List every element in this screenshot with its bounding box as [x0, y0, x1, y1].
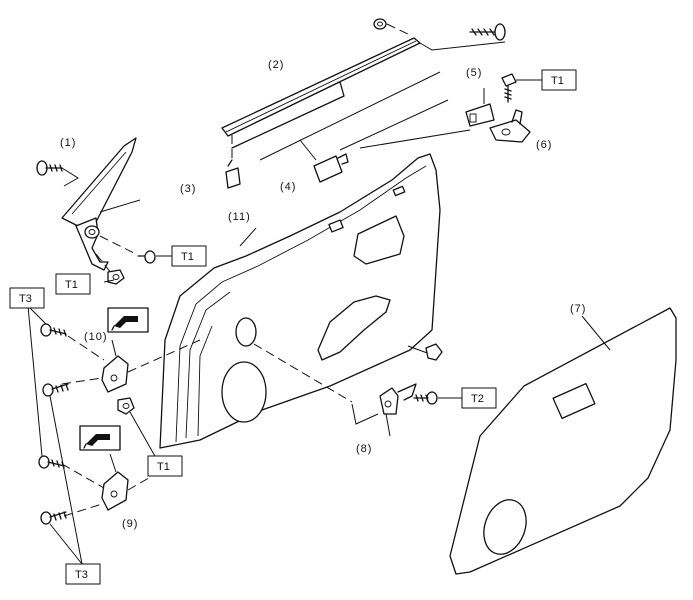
screw-t2-icon — [413, 391, 462, 405]
torque-t3-top-text: T3 — [19, 293, 32, 305]
part-2-weatherstrip — [221, 37, 506, 149]
torque-label-t3-bottom: T3 — [65, 563, 101, 585]
guide-line-1 — [259, 71, 441, 161]
torque-label-t3-top: T3 — [9, 287, 45, 309]
callout-5: (5) — [466, 67, 482, 79]
leader-t3-lower-b — [63, 503, 103, 517]
nut-top-icon — [373, 18, 387, 30]
torque-label-t1-lower: T1 — [147, 455, 183, 477]
leader-t3-upper-b — [61, 377, 103, 385]
leader-nut-t1 — [95, 253, 113, 275]
leader-panel-8 — [253, 343, 353, 403]
leader-t3-upper-a — [67, 335, 105, 361]
part-3-clip — [225, 134, 241, 189]
bolt-t3-1-icon — [40, 323, 67, 337]
torque-t1-lower-text: T1 — [157, 461, 170, 473]
torque-t2-text: T2 — [471, 393, 484, 405]
bolt-t1-icon — [137, 250, 172, 264]
part-1-mirror-bracket — [61, 137, 141, 271]
bolt-t3-3-icon — [38, 455, 65, 469]
part-8-striker — [379, 383, 417, 437]
bolt-t3-4-icon — [40, 511, 67, 525]
callout-4: (4) — [280, 181, 296, 193]
torque-t1-nut-text: T1 — [65, 279, 78, 291]
part-6-bracket — [489, 109, 531, 143]
nut-t1-lower-icon — [117, 397, 157, 459]
leader-t3-top-1 — [27, 305, 47, 325]
screw-top-icon — [469, 23, 506, 41]
clip-panel-icon — [425, 343, 443, 361]
leader-t3-bottom-2 — [49, 523, 83, 565]
callout-11: (11) — [228, 211, 251, 223]
guide-line-2 — [339, 99, 449, 151]
part-7-trim-board — [449, 307, 677, 575]
callout-1: (1) — [60, 137, 76, 149]
torque-label-t1-bracket: T1 — [541, 69, 577, 91]
leader-nut-top — [386, 23, 413, 37]
bolt-t3-2-icon — [42, 383, 69, 397]
part-5-retainer — [465, 88, 495, 127]
torque-label-t1-bolt: T1 — [171, 245, 207, 267]
part-4-switch — [299, 139, 349, 183]
callout-9: (9) — [122, 518, 138, 530]
callout-6: (6) — [536, 139, 552, 151]
leader-t3-top-2 — [27, 305, 43, 457]
leader-t3-lower-a — [61, 463, 105, 489]
part-9-lower-hinge — [101, 453, 129, 511]
callout-3: (3) — [180, 183, 196, 195]
guide-line-3 — [359, 129, 471, 149]
screw-mirror-icon — [36, 160, 79, 187]
grease-applicator-icon — [79, 425, 121, 451]
part-10-upper-hinge — [101, 339, 129, 393]
callout-2: (2) — [268, 59, 284, 71]
torque-t1-bolt-text: T1 — [181, 251, 194, 263]
torque-t1-bracket-text: T1 — [551, 75, 564, 87]
grease-applicator-icon — [107, 307, 149, 333]
nut-t1-icon — [103, 269, 125, 285]
torque-t3-bottom-text: T3 — [75, 569, 88, 581]
torque-label-t1-nut: T1 — [55, 273, 91, 295]
callout-10: (10) — [84, 331, 108, 343]
callout-7: (7) — [570, 303, 586, 315]
part-11-door-panel — [159, 153, 441, 449]
torque-label-t2: T2 — [461, 387, 497, 409]
leader-8-bracket — [351, 403, 379, 425]
leader-t3-bottom-1 — [49, 395, 83, 565]
leader-bolt-t1 — [99, 235, 137, 255]
screw-t1-bracket-icon — [501, 73, 542, 103]
callout-8: (8) — [356, 443, 372, 455]
